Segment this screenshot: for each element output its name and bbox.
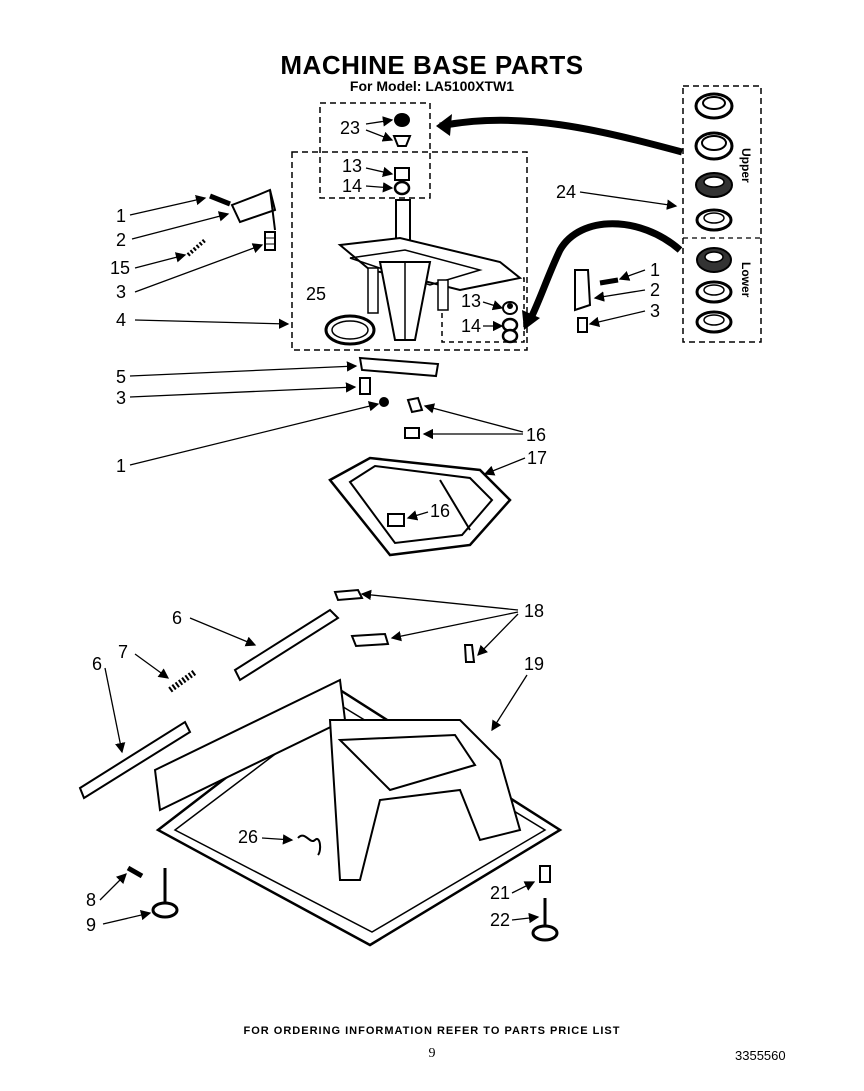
callout-1-center: 1 bbox=[116, 456, 126, 476]
spring-3-center bbox=[359, 377, 371, 395]
rail-6-top bbox=[233, 608, 340, 682]
main-dashed-box bbox=[291, 151, 528, 351]
bearing-lower-2 bbox=[695, 280, 733, 304]
callout-6-top: 6 bbox=[172, 608, 182, 628]
callout-4: 4 bbox=[116, 310, 126, 330]
bearing-lower-3 bbox=[695, 310, 733, 334]
wire-26 bbox=[297, 834, 322, 856]
frame-17 bbox=[328, 456, 512, 557]
leader-lines bbox=[99, 116, 678, 925]
rail-6-bottom bbox=[78, 720, 192, 800]
callout-18: 18 bbox=[524, 601, 544, 621]
callout-1-right: 1 bbox=[650, 260, 660, 280]
spring-15 bbox=[186, 238, 207, 257]
callout-24: 24 bbox=[556, 182, 576, 202]
spring-3-right bbox=[577, 317, 588, 333]
page-title: MACHINE BASE PARTS bbox=[280, 50, 584, 80]
callout-26: 26 bbox=[238, 827, 258, 847]
callout-7: 7 bbox=[118, 642, 128, 662]
callout-16-top: 16 bbox=[526, 425, 546, 445]
lower-label: Lower bbox=[739, 262, 753, 298]
model-subtitle: For Model: LA5100XTW1 bbox=[349, 78, 515, 94]
ring-25 bbox=[324, 314, 376, 346]
page-number: 9 bbox=[428, 1046, 436, 1061]
callout-21: 21 bbox=[490, 883, 510, 903]
upper-label: Upper bbox=[739, 148, 753, 183]
base-frame bbox=[153, 678, 563, 947]
spring-7 bbox=[168, 669, 197, 693]
curved-arrow-upper bbox=[439, 116, 683, 156]
bearing-upper-3 bbox=[695, 172, 733, 198]
callout-25: 25 bbox=[306, 284, 326, 304]
pad-16-c bbox=[387, 513, 405, 527]
ordering-note: FOR ORDERING INFORMATION REFER TO PARTS … bbox=[243, 1025, 621, 1037]
pad-16-b bbox=[404, 427, 420, 439]
callout-14-top: 14 bbox=[342, 176, 362, 196]
nut-21 bbox=[539, 865, 551, 883]
callout-22: 22 bbox=[490, 910, 510, 930]
callout-3-center: 3 bbox=[116, 388, 126, 408]
bolt-1-right bbox=[599, 277, 619, 286]
bolt-1-center bbox=[379, 397, 389, 407]
callout-1-left: 1 bbox=[116, 206, 126, 226]
document-number: 3355560 bbox=[735, 1048, 786, 1063]
bracket-2-left bbox=[230, 188, 277, 231]
hub-assembly bbox=[337, 199, 523, 341]
callout-17: 17 bbox=[527, 448, 547, 468]
nut-8 bbox=[126, 865, 144, 879]
bearing-upper-1 bbox=[694, 92, 734, 120]
bushing-14-side bbox=[501, 317, 519, 344]
nut-23 bbox=[392, 113, 412, 147]
foot-9 bbox=[151, 868, 179, 919]
callout-15: 15 bbox=[110, 258, 130, 278]
pad-16-a bbox=[406, 396, 424, 414]
mount-18-c bbox=[463, 644, 476, 663]
foot-22 bbox=[531, 898, 559, 942]
callout-2-right: 2 bbox=[650, 280, 660, 300]
bearing-inset: Upper Lower bbox=[682, 85, 762, 343]
callout-8: 8 bbox=[86, 890, 96, 910]
callout-16-bottom: 16 bbox=[430, 501, 450, 521]
callout-6-bottom: 6 bbox=[92, 654, 102, 674]
bushing-14-top bbox=[393, 180, 411, 196]
bushing-13-top bbox=[394, 167, 410, 181]
callout-2-left: 2 bbox=[116, 230, 126, 250]
curved-arrow-lower bbox=[526, 220, 683, 322]
callout-5: 5 bbox=[116, 367, 126, 387]
mount-18-a bbox=[333, 588, 364, 602]
callout-9: 9 bbox=[86, 915, 96, 935]
bolt-1-left bbox=[209, 193, 231, 207]
callout-14-side: 14 bbox=[461, 316, 481, 336]
mount-18-b bbox=[350, 632, 390, 648]
strap-5 bbox=[358, 356, 440, 378]
callout-23: 23 bbox=[340, 118, 360, 138]
callout-3-left: 3 bbox=[116, 282, 126, 302]
bearing-lower-1 bbox=[696, 247, 732, 273]
callout-19: 19 bbox=[524, 654, 544, 674]
bearing-upper-2 bbox=[694, 131, 734, 161]
callout-13-side: 13 bbox=[461, 291, 481, 311]
callout-3-right: 3 bbox=[650, 301, 660, 321]
bushing-13-side bbox=[502, 301, 518, 315]
bearing-upper-4 bbox=[695, 208, 733, 232]
bracket-2-right bbox=[574, 269, 592, 312]
top-dashed-box bbox=[319, 102, 431, 199]
callout-13-top: 13 bbox=[342, 156, 362, 176]
spring-3-left bbox=[264, 231, 276, 251]
